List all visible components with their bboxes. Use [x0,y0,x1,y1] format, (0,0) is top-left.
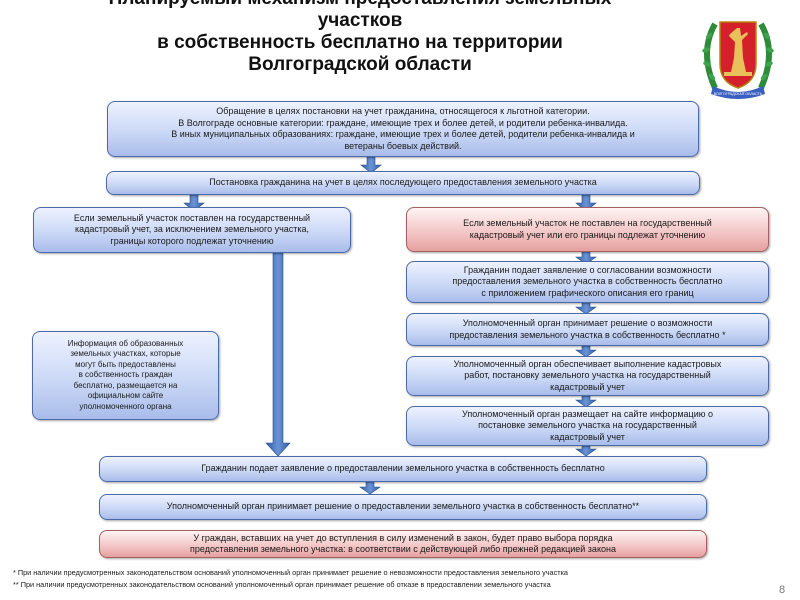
right-not-cadastral-text: Если земельный участок не поставлен на г… [463,218,712,228]
publish-info-text: Уполномоченный орган размещает на сайте … [462,408,713,419]
apply-agree-text: с приложением графического описания его … [481,287,694,298]
page-title: Планируемый механизм предоставления земе… [20,0,700,76]
emblem-ribbon-text: ВОЛГОГРАДСКАЯ ОБЛАСТЬ [714,92,763,96]
appeal-text: В Волгограде основные категории: граждан… [178,117,628,128]
decision-possibility-text: Уполномоченный орган принимает решение о… [462,318,713,328]
appeal-text: В иных муниципальных образованиях: гражд… [171,129,635,139]
choice-note-text: У граждан, вставших на учет до вступлени… [193,532,613,543]
info-site-text: Информация об образованных [67,338,184,348]
footnote: ** При наличии предусмотренных законодат… [13,580,551,589]
right-not-cadastral-text: кадастровый учет или его границы подлежа… [469,229,706,240]
cadastral-work-text: кадастровый учет [550,381,625,392]
arrow-down [575,395,597,408]
title-line: Волгоградской области [248,54,472,75]
registration-text: Постановка гражданина на учет в целях по… [209,177,597,188]
title-line: Планируемый механизм предоставления земе… [20,0,700,10]
arrow-down [575,302,597,315]
publish-info-box: Уполномоченный орган размещает на сайте … [406,406,769,446]
registration-box: Постановка гражданина на учет в целях по… [106,171,700,195]
decision-ownership-text: Уполномоченный орган принимает решение о… [166,501,640,512]
cadastral-work-text: работ, постановку земельного участка на … [464,370,711,381]
apply-ownership-box: Гражданин подает заявление о предоставле… [99,456,707,482]
arrow-down [575,445,597,457]
appeal-text: Обращение в целях постановки на учет гра… [216,106,590,116]
decision-possibility-text: предоставления земельного участка в собс… [449,329,726,340]
left-cadastral-text: кадастровый учет, за исключением земельн… [74,224,310,235]
cadastral-work-box: Уполномоченный орган обеспечивает выполн… [406,356,769,396]
arrow-down [359,481,381,495]
info-site-text: уполномоченного органа [79,401,172,411]
decision-ownership-box: Уполномоченный орган принимает решение о… [99,494,707,520]
arrow-down [265,252,291,457]
apply-ownership-text: Гражданин подает заявление о предоставле… [201,463,605,474]
appeal-box: Обращение в целях постановки на учет гра… [107,101,699,157]
title-line: в собственность бесплатно на территории [157,32,563,53]
arrow-down [575,251,597,265]
apply-agree-box: Гражданин подает заявление о согласовани… [406,261,769,303]
info-site-text: земельных участках, которые [70,349,181,359]
apply-agree-text: Гражданин подает заявление о согласовани… [463,264,712,275]
info-site-box: Информация об образованных земельных уча… [32,331,219,420]
cadastral-work-text: Уполномоченный орган обеспечивает выполн… [453,358,722,369]
volgograd-coat-of-arms-icon: ВОЛГОГРАДСКАЯ ОБЛАСТЬ [693,12,783,100]
left-cadastral-box: Если земельный участок поставлен на госу… [33,207,351,253]
publish-info-text: кадастровый учет [550,431,625,442]
right-not-cadastral-box: Если земельный участок не поставлен на г… [406,207,769,252]
left-cadastral-text: границы которого подлежат уточнению [110,235,274,246]
info-site-text: официальном сайте [87,391,164,401]
decision-possibility-box: Уполномоченный орган принимает решение о… [406,313,769,346]
choice-note-text: предоставления земельного участка: в соо… [190,544,616,554]
info-site-text: могут быть предоставлены [75,359,176,369]
info-site-text: в собственность граждан [78,370,173,380]
arrow-down [360,156,382,174]
publish-info-text: постановке земельного участка на государ… [478,420,697,431]
info-site-text: бесплатно, размещается на [73,380,178,390]
arrow-down [575,345,597,358]
appeal-text: ветераны боевых действий. [344,140,462,151]
page-number: 8 [779,584,786,596]
title-line: участков [317,10,403,31]
apply-agree-text: предоставления земельного участка в собс… [452,276,723,287]
footnote: * При наличии предусмотренных законодате… [13,568,568,577]
choice-note-box: У граждан, вставших на учет до вступлени… [99,530,707,558]
left-cadastral-text: Если земельный участок поставлен на госу… [73,212,311,223]
